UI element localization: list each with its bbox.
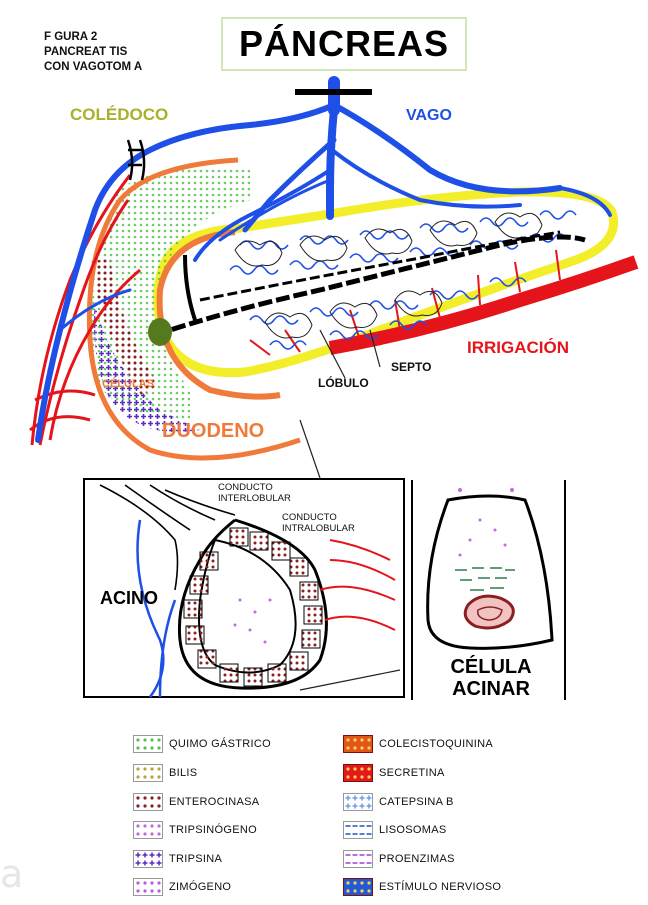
legend-swatch-graphic	[133, 793, 163, 811]
legend-item: BILIS	[133, 764, 197, 782]
label-conducto-interlobular: CONDUCTO INTERLOBULAR	[218, 482, 291, 504]
legend-label: BILIS	[169, 767, 197, 779]
legend-item: QUIMO GÁSTRICO	[133, 735, 271, 753]
papilla	[148, 318, 172, 346]
legend-swatch-graphic	[343, 878, 373, 896]
label-conducto-intralobular: CONDUCTO INTRALOBULAR	[282, 512, 355, 534]
legend-swatch-graphic	[133, 878, 163, 896]
legend-label: PROENZIMAS	[379, 853, 455, 865]
legend-label: ZIMÓGENO	[169, 881, 231, 893]
legend-swatch	[133, 850, 163, 868]
legend-label: SECRETINA	[379, 767, 445, 779]
legend-label: ESTÍMULO NERVIOSO	[379, 881, 501, 893]
legend-item: TRIPSINÓGENO	[133, 821, 257, 839]
pancreatic-duct	[155, 237, 585, 335]
legend-swatch	[133, 735, 163, 753]
legend-item: COLECISTOQUININA	[343, 735, 493, 753]
legend-item: SECRETINA	[343, 764, 445, 782]
label-septo: SEPTO	[391, 360, 431, 374]
legend-swatch-graphic	[133, 850, 163, 868]
bile-duct-lower	[185, 255, 195, 320]
legend-swatch	[133, 764, 163, 782]
label-vago: VAGO	[406, 107, 452, 125]
label-coledoco: COLÉDOCO	[70, 105, 168, 125]
legend-label: COLECISTOQUININA	[379, 738, 493, 750]
label-celula-acinar: CÉLULA ACINAR	[416, 656, 566, 700]
legend-swatch-graphic	[133, 735, 163, 753]
legend-swatch-graphic	[343, 735, 373, 753]
legend-item: ESTÍMULO NERVIOSO	[343, 878, 501, 896]
legend-swatch	[343, 878, 373, 896]
legend-swatch-graphic	[343, 821, 373, 839]
legend-label: QUIMO GÁSTRICO	[169, 738, 271, 750]
label-lobulo: LÓBULO	[318, 376, 369, 390]
legend-label: LISOSOMAS	[379, 824, 447, 836]
legend-item: LISOSOMAS	[343, 821, 447, 839]
label-irrigacion: IRRIGACIÓN	[467, 338, 569, 358]
legend-swatch-graphic	[343, 764, 373, 782]
acinar-nucleus	[465, 596, 513, 628]
legend-item: TRIPSINA	[133, 850, 222, 868]
legend-swatch	[343, 793, 373, 811]
watermark: a	[0, 852, 23, 896]
legend-swatch	[343, 764, 373, 782]
legend-swatch	[133, 878, 163, 896]
legend-label: ENTEROCINASA	[169, 796, 259, 808]
legend-swatch-graphic	[133, 821, 163, 839]
lobule-outlines	[235, 213, 542, 338]
legend-swatch	[343, 735, 373, 753]
label-celulas: CÉLULAS	[102, 378, 154, 390]
legend-swatch-graphic	[133, 764, 163, 782]
acinus-artery	[320, 540, 395, 630]
legend-item: PROENZIMAS	[343, 850, 455, 868]
legend-item: ZIMÓGENO	[133, 878, 231, 896]
legend-label: TRIPSINÓGENO	[169, 824, 257, 836]
legend-item: CATEPSINA B	[343, 793, 454, 811]
legend-swatch	[133, 821, 163, 839]
label-acino: ACINO	[100, 588, 158, 609]
legend-swatch	[343, 821, 373, 839]
legend-item: ENTEROCINASA	[133, 793, 259, 811]
legend-label: CATEPSINA B	[379, 796, 454, 808]
legend-swatch-graphic	[343, 850, 373, 868]
label-duodeno: DUODENO	[162, 420, 264, 443]
legend-swatch-graphic	[343, 793, 373, 811]
legend-label: TRIPSINA	[169, 853, 222, 865]
legend-swatch	[133, 793, 163, 811]
legend-swatch	[343, 850, 373, 868]
